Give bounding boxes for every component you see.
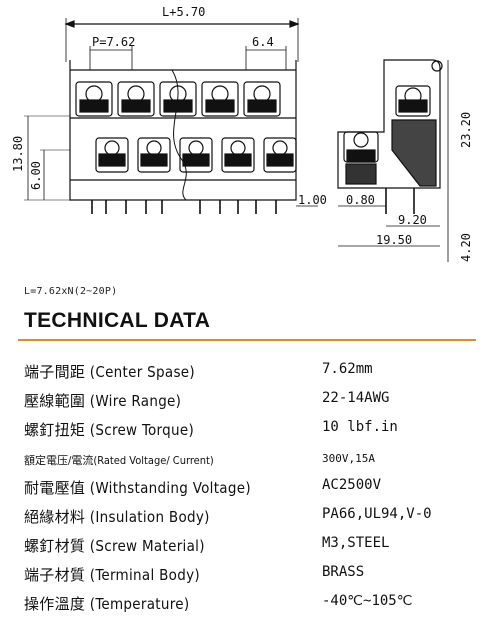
section-title: TECHNICAL DATA — [24, 309, 211, 332]
spec-label: 螺釘扭矩 (Screw Torque) — [24, 421, 195, 439]
spec-row: 操作溫度 (Temperature) -40℃~105℃ — [24, 589, 464, 618]
spec-value: 7.62mm — [322, 361, 373, 377]
overall-length-label: L+5.70 — [162, 5, 205, 19]
length-formula: L=7.62xN(2~20P) — [24, 286, 118, 297]
lower-screw-row — [95, 137, 297, 173]
pin-dim-label: 1.00 — [298, 193, 327, 207]
pitch-label: P=7.62 — [92, 35, 135, 49]
height-pin-label: 6.00 — [29, 161, 43, 190]
spec-row: 耐電壓值 (Withstanding Voltage) AC2500V — [24, 473, 464, 502]
spec-value: 22-14AWG — [322, 390, 390, 406]
drawing-svg: L+5.70 P=7.62 6.4 13.80 6.00 1.00 — [11, 5, 473, 262]
spec-value: AC2500V — [322, 477, 382, 493]
spec-label: 螺釘材質 (Screw Material) — [24, 537, 205, 555]
spec-label: 耐電壓值 (Withstanding Voltage) — [24, 479, 251, 497]
title-divider — [18, 339, 476, 341]
spec-label: 端子材質 (Terminal Body) — [24, 566, 200, 584]
offset-label: 6.4 — [252, 35, 274, 49]
spec-value: PA66,UL94,V-0 — [322, 506, 432, 522]
spec-value: BRASS — [322, 564, 365, 580]
spec-row: 絕緣材料 (Insulation Body) PA66,UL94,V-0 — [24, 502, 464, 531]
spec-row: 螺釘扭矩 (Screw Torque) 10 lbf.in — [24, 415, 464, 444]
spec-label: 絕緣材料 (Insulation Body) — [24, 508, 210, 526]
spec-value: 300V,15A — [322, 452, 375, 465]
technical-drawing: L+5.70 P=7.62 6.4 13.80 6.00 1.00 — [0, 0, 487, 270]
pins — [91, 200, 277, 214]
upper-screw-row — [75, 81, 281, 117]
front-view — [24, 18, 318, 214]
spec-row: 壓線範圍 (Wire Range) 22-14AWG — [24, 386, 464, 415]
side-height-label: 23.20 — [459, 112, 473, 148]
spec-row: 端子間距 (Center Spase) 7.62mm — [24, 357, 464, 386]
pin-length-label: 4.20 — [459, 233, 473, 262]
spec-label: 壓線範圍 (Wire Range) — [24, 392, 182, 410]
height-total-label: 13.80 — [11, 136, 25, 172]
spec-table: 端子間距 (Center Spase) 7.62mm 壓線範圍 (Wire Ra… — [24, 357, 464, 618]
spec-label: 操作溫度 (Temperature) — [24, 595, 190, 613]
side-dim-b-label: 9.20 — [398, 213, 427, 227]
spec-label: 端子間距 (Center Spase) — [24, 363, 195, 381]
spec-row: 額定電压/電流(Rated Voltage/ Current) 300V,15A — [24, 444, 464, 473]
spec-value: -40℃~105℃ — [322, 593, 413, 609]
spec-value: M3,STEEL — [322, 535, 390, 551]
side-dim-a-label: 0.80 — [346, 193, 375, 207]
spec-value: 10 lbf.in — [322, 419, 398, 435]
side-depth-label: 19.50 — [376, 233, 412, 247]
spec-label: 額定電压/電流(Rated Voltage/ Current) — [24, 454, 214, 467]
side-view — [337, 59, 449, 262]
spec-row: 螺釘材質 (Screw Material) M3,STEEL — [24, 531, 464, 560]
spec-row: 端子材質 (Terminal Body) BRASS — [24, 560, 464, 589]
